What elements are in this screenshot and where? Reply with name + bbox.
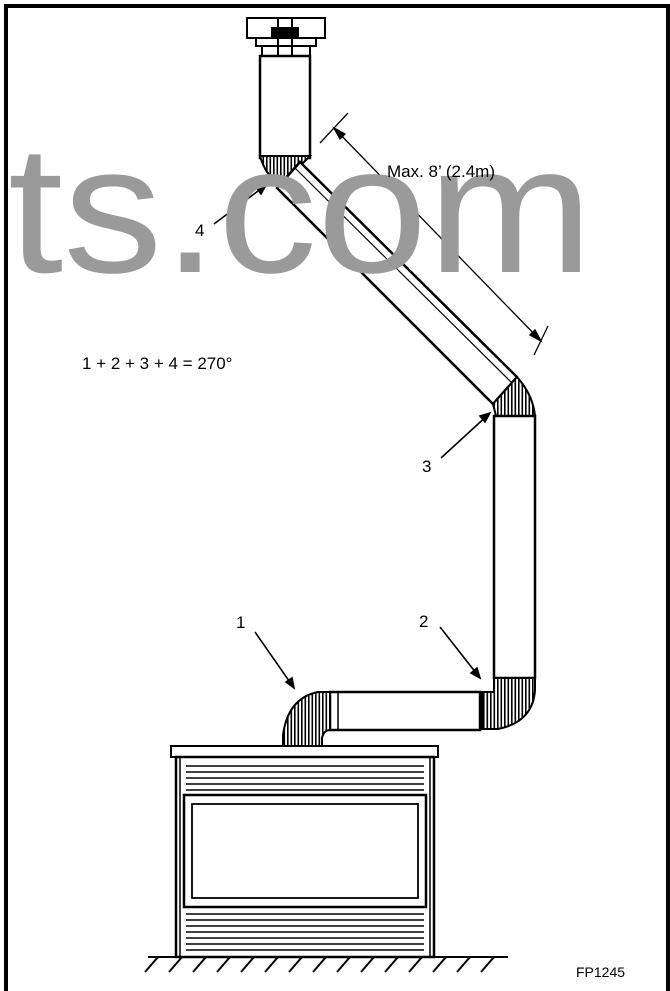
floor-hatch-mark bbox=[408, 956, 423, 973]
floor-hatch-mark bbox=[288, 956, 303, 973]
floor-hatch-mark bbox=[456, 956, 471, 973]
elbow-2 bbox=[481, 677, 536, 730]
floor-hatching bbox=[144, 956, 508, 973]
floor-hatch-mark bbox=[432, 956, 447, 973]
figure-border bbox=[4, 4, 670, 991]
dimension-label: Max. 8’ (2.4m) bbox=[387, 162, 495, 181]
watermark: ts.com bbox=[8, 107, 593, 311]
horizontal-pipe bbox=[328, 690, 482, 732]
floor-hatch-mark bbox=[168, 956, 183, 973]
figure-code: FP1245 bbox=[576, 964, 625, 980]
floor-hatch-mark bbox=[192, 956, 207, 973]
callout-label-2: 2 bbox=[419, 612, 428, 631]
floor-hatch-mark bbox=[384, 956, 399, 973]
floor-hatch-mark bbox=[240, 956, 255, 973]
vertical-pipe-right bbox=[492, 414, 537, 680]
diagonal-pipe-inner-line bbox=[294, 167, 513, 384]
vent-termination-cap bbox=[246, 17, 326, 57]
floor-hatch-mark bbox=[216, 956, 231, 973]
floor-hatch-mark bbox=[336, 956, 351, 973]
floor-hatch-mark bbox=[480, 956, 495, 973]
floor-hatch-mark bbox=[312, 956, 327, 973]
callout-label-3: 3 bbox=[422, 457, 431, 476]
floor-hatch-mark bbox=[360, 956, 375, 973]
floor-hatch-mark bbox=[264, 956, 279, 973]
callout-label-1: 1 bbox=[236, 613, 245, 632]
callout-label-4: 4 bbox=[195, 221, 204, 240]
angle-formula: 1 + 2 + 3 + 4 = 270° bbox=[82, 354, 232, 373]
callout-arrows bbox=[213, 183, 492, 690]
elbow-1 bbox=[282, 691, 331, 749]
dimension-line bbox=[319, 112, 549, 356]
fireplace-unit bbox=[170, 745, 439, 959]
